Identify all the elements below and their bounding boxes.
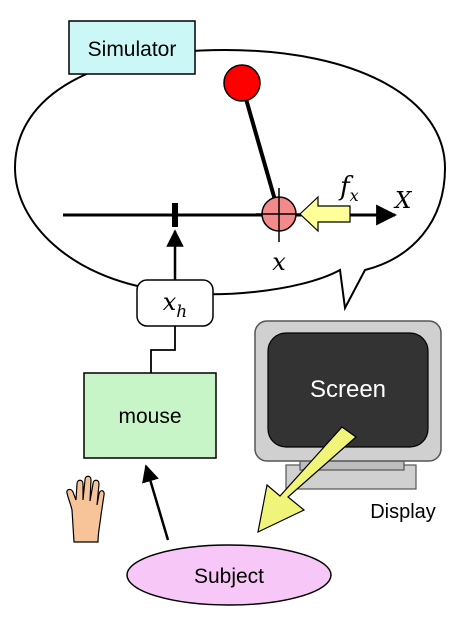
subject-node: Subject — [126, 544, 332, 606]
hand-icon — [66, 475, 105, 543]
pendulum-rod — [240, 84, 281, 215]
cart-position-label: x — [272, 248, 286, 276]
mouse-to-xh-connector — [150, 326, 176, 373]
pendulum-bob — [223, 64, 261, 102]
mouse-label: mouse — [118, 405, 181, 428]
simulator-label: Simulator — [88, 38, 177, 61]
gaze-arrow — [257, 426, 357, 534]
mouse-box-bg — [83, 372, 217, 459]
subject-label: Subject — [194, 565, 264, 588]
subject-to-mouse-arrow — [142, 464, 170, 541]
display-caption: Display — [370, 501, 436, 523]
screen-label: Screen — [310, 376, 386, 403]
display-monitor: Screen — [254, 320, 442, 490]
x-axis-label: X — [393, 188, 413, 214]
subject-ellipse — [126, 544, 332, 606]
hand-position-marker — [172, 203, 178, 227]
force-arrow — [299, 195, 351, 233]
screen — [267, 332, 429, 448]
simulator-label-bg — [68, 20, 196, 75]
mouse-box: mouse — [83, 372, 217, 459]
simulator-label-box: Simulator — [68, 20, 196, 75]
hand-variable-label: xh — [163, 288, 188, 322]
hand-variable-box: xh — [136, 279, 214, 327]
